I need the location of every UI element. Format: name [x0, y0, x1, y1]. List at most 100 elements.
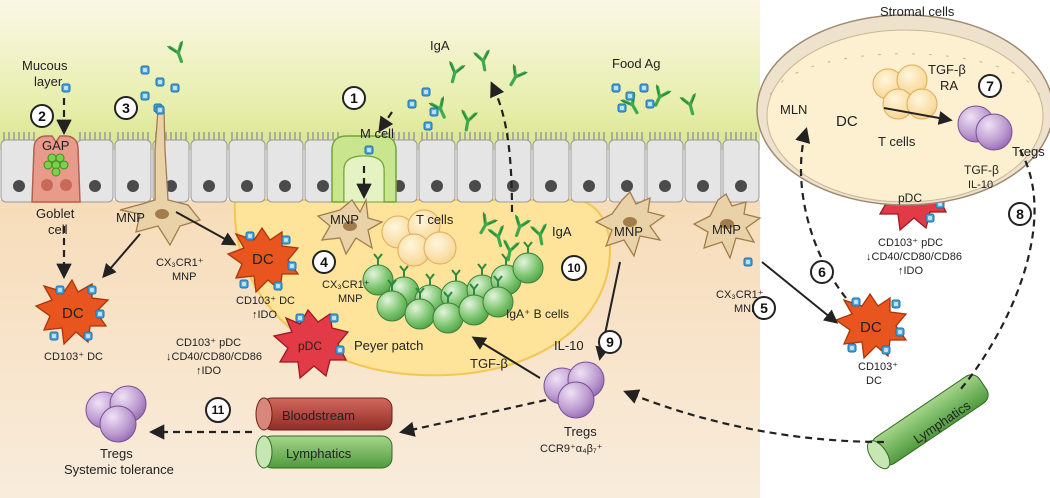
microvilli: [573, 132, 605, 140]
food-ag-label: Food Ag: [612, 56, 660, 71]
epithelial-cell: [418, 139, 456, 203]
b-cell: [404, 298, 436, 330]
cx3cr1-mnp-peyer-label: CX₃CR1⁺: [322, 279, 370, 291]
cell-nucleus: [13, 180, 25, 192]
microvilli: [307, 132, 339, 140]
step-3: 3: [114, 96, 138, 120]
microvilli: [687, 132, 719, 140]
microvilli: [231, 132, 263, 140]
step-10: 10: [561, 255, 587, 281]
step-5: 5: [752, 296, 776, 320]
dc-left-label: DC: [62, 305, 84, 322]
arrows: [56, 81, 1036, 444]
pdc-mln-block-2: ↓CD40/CD80/CD86: [866, 251, 962, 263]
tgf-ra-label-2: RA: [940, 78, 958, 93]
surface-iga: [443, 291, 453, 303]
peyer-patch-label: Peyer patch: [354, 338, 423, 353]
microvilli: [459, 132, 491, 140]
cell-nucleus: [165, 180, 177, 192]
svg-text:10: 10: [567, 261, 581, 275]
svg-text:5: 5: [760, 300, 768, 316]
b-cell: [432, 302, 464, 334]
epithelial-cell: [114, 139, 152, 203]
cell-nucleus: [317, 180, 329, 192]
microvilli: [117, 132, 149, 140]
bloodstream-vessel: [255, 397, 393, 431]
iga-b-cells: [362, 241, 544, 334]
epithelial-cell: [266, 139, 304, 203]
tregs-mln-il10-label: IL-10: [968, 179, 993, 191]
svg-text:6: 6: [818, 264, 826, 280]
m-cell: [331, 135, 397, 203]
svg-text:8: 8: [1016, 206, 1024, 222]
goblet-cell-label: Goblet: [36, 206, 75, 221]
pdc-mln-block-3: ↑IDO: [898, 265, 924, 277]
gap-label: GAP: [42, 138, 69, 153]
dc-mln-label: DC: [836, 113, 858, 130]
microvilli: [649, 132, 681, 140]
svg-text:3: 3: [122, 100, 130, 116]
b-cell: [376, 290, 408, 322]
pdc-block-label-1: CD103⁺ pDC: [176, 337, 241, 349]
svg-text:11: 11: [212, 403, 225, 417]
svg-text:7: 7: [986, 78, 994, 94]
pdc-mln-label: pDC: [898, 191, 922, 205]
surface-iga: [399, 265, 409, 277]
epithelial-cell: [456, 139, 494, 203]
lymphatics-vessel-right: [866, 374, 989, 470]
step-4: 4: [312, 250, 336, 274]
step-1: 1: [342, 86, 366, 110]
step-2: 2: [30, 104, 54, 128]
surface-iga: [469, 283, 479, 295]
microvilli: [497, 132, 529, 140]
t-cells-mln-label: T cells: [878, 134, 916, 149]
cx3cr1-mnp-peyer-label-2: MNP: [338, 293, 362, 305]
cell-nucleus: [203, 180, 215, 192]
cell-nucleus: [697, 180, 709, 192]
mnp-peyer-label: MNP: [330, 212, 359, 227]
dc-cd103-left: [34, 278, 110, 346]
epithelial-cell: [570, 139, 608, 203]
cx3cr1-mnp-left-label-2: MNP: [172, 271, 196, 283]
tgf-beta-label: TGF-β: [470, 356, 508, 371]
b-cell: [512, 252, 544, 284]
gap-antigen-cluster: [43, 153, 69, 177]
surface-iga: [373, 253, 383, 265]
cd103-dc-left-label: CD103⁺ DC: [44, 351, 103, 363]
systemic-tregs-label: Tregs: [100, 446, 133, 461]
epithelial-cell: [190, 139, 228, 203]
cell-nucleus: [507, 180, 519, 192]
cd103-dc-ido-label: CD103⁺ DC: [236, 295, 295, 307]
cd103-dc-migrating-label: CD103⁺: [858, 361, 898, 373]
cell-nucleus: [583, 180, 595, 192]
pdc-mln-block-1: CD103⁺ pDC: [878, 237, 943, 249]
pdc-block-label-3: ↑IDO: [196, 365, 222, 377]
svg-text:1: 1: [350, 90, 358, 106]
cell-nucleus: [621, 180, 633, 192]
il10-label: IL-10: [554, 338, 584, 353]
microvilli: [611, 132, 643, 140]
cell-nucleus: [241, 180, 253, 192]
tregs-mln-tgf-label: TGF-β: [964, 163, 999, 177]
svg-text:4: 4: [320, 254, 328, 270]
cell-nucleus: [89, 180, 101, 192]
microvilli: [725, 132, 757, 140]
cell-nucleus: [469, 180, 481, 192]
cd103-dc-ido-label-2: ↑IDO: [252, 309, 278, 321]
tgf-ra-label: TGF-β: [928, 62, 966, 77]
goblet-cell-label-2: cell: [48, 222, 68, 237]
surface-iga: [387, 279, 397, 291]
t-cells-peyer-label: T cells: [416, 212, 454, 227]
cx3cr1-mnp-left-label: CX₃CR1⁺: [156, 257, 204, 269]
microvilli: [421, 132, 453, 140]
epithelial-cell: [494, 139, 532, 203]
mucous-layer-label: Mucous: [22, 58, 68, 73]
lymphatics-vessel-left: [255, 435, 393, 469]
svg-text:9: 9: [606, 334, 614, 350]
tregs-lamina: [543, 361, 605, 419]
t-cells-peyer: [381, 209, 457, 267]
epithelial-cell: [532, 139, 570, 203]
surface-iga: [477, 263, 487, 275]
